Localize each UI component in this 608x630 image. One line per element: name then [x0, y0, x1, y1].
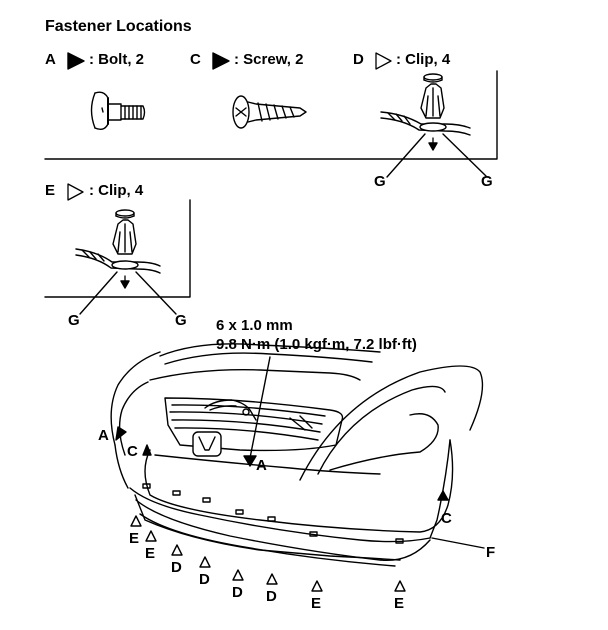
filled-triangle-icon	[437, 490, 449, 501]
callout-e-1: E	[129, 530, 140, 547]
hollow-triangle-icon	[394, 580, 406, 592]
filled-triangle-icon	[212, 52, 230, 70]
g-label-d-right: G	[481, 173, 493, 190]
hollow-triangle-icon	[232, 569, 244, 581]
filled-triangle-icon	[142, 444, 152, 456]
hollow-triangle-icon	[199, 556, 211, 568]
legend-a-letter: A	[45, 51, 56, 68]
callout-d-2: D	[199, 571, 210, 588]
callout-e-2: E	[145, 545, 156, 562]
filled-triangle-icon	[115, 426, 127, 441]
callout-e-3: E	[311, 595, 322, 612]
filled-triangle-icon	[243, 455, 257, 467]
g-label-e-right: G	[175, 312, 187, 329]
callout-e-4: E	[394, 595, 405, 612]
callout-f-leader	[431, 537, 485, 549]
callout-c-left: C	[127, 443, 138, 460]
callout-c-right: C	[441, 510, 452, 527]
callout-d-3: D	[232, 584, 243, 601]
legend-c-label: : Screw, 2	[234, 51, 304, 68]
legend-e-letter: E	[45, 182, 56, 199]
g-leader-e-right	[135, 271, 177, 315]
hollow-triangle-icon	[375, 52, 392, 70]
front-bumper-drawing	[110, 343, 484, 567]
g-leader-d-left	[386, 133, 426, 178]
clip-e-icon	[75, 209, 177, 315]
g-leader-d-right	[442, 133, 487, 177]
g-leader-e-left	[79, 271, 118, 315]
bolt-icon	[90, 91, 146, 131]
callout-d-1: D	[171, 559, 182, 576]
torque-size: 6 x 1.0 mm	[216, 317, 293, 334]
hollow-triangle-icon	[145, 530, 157, 542]
diagram-title: Fastener Locations	[45, 18, 192, 35]
legend-d-label: : Clip, 4	[396, 51, 451, 68]
g-label-d-left: G	[374, 173, 386, 190]
legend-e-label: : Clip, 4	[89, 182, 144, 199]
legend-a-label: : Bolt, 2	[89, 51, 144, 68]
callout-d-4: D	[266, 588, 277, 605]
screw-icon	[232, 95, 307, 129]
legend-d-letter: D	[353, 51, 364, 68]
hollow-triangle-icon	[67, 183, 84, 201]
hollow-triangle-icon	[311, 580, 323, 592]
callout-a-left: A	[98, 427, 109, 444]
torque-leader-line	[249, 356, 271, 459]
callout-f: F	[486, 544, 496, 561]
g-label-e-left: G	[68, 312, 80, 329]
hollow-triangle-icon	[266, 573, 278, 585]
fastener-box-frame	[44, 70, 498, 160]
clip-d-icon	[380, 73, 487, 178]
filled-triangle-icon	[67, 52, 85, 70]
torque-value: 9.8 N·m (1.0 kgf·m, 7.2 lbf·ft)	[216, 336, 417, 353]
hollow-triangle-icon	[130, 515, 142, 527]
legend-c-letter: C	[190, 51, 201, 68]
clip-e-box-frame	[44, 199, 191, 298]
hollow-triangle-icon	[171, 544, 183, 556]
